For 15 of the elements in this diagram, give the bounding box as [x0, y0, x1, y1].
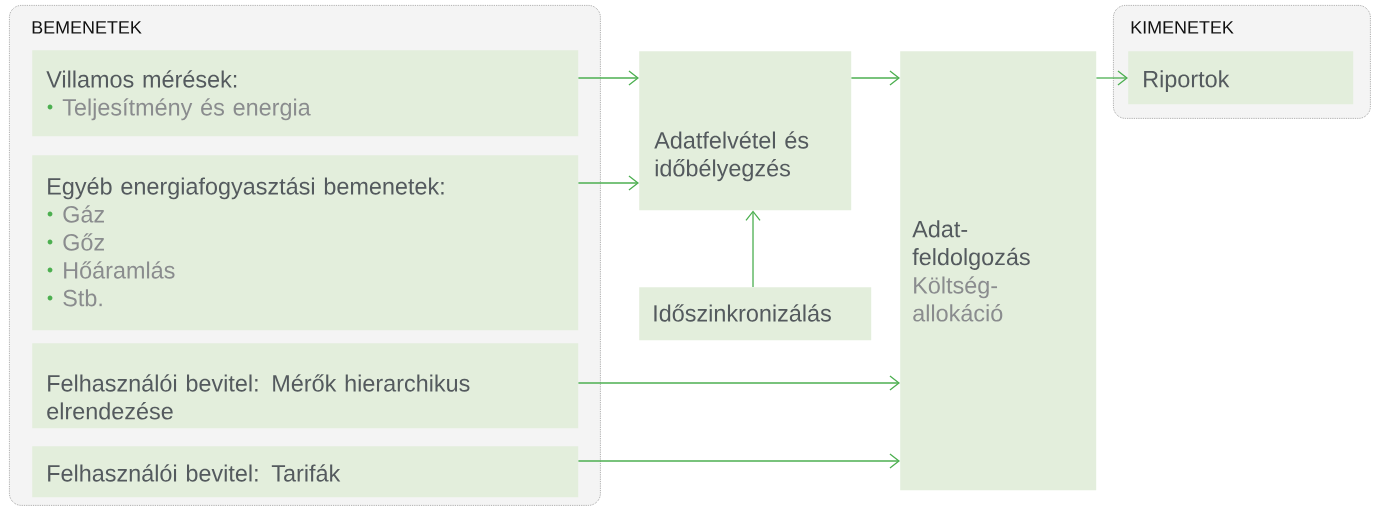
arrow [577, 175, 639, 191]
process-box: Felhasználói bevitel: Tarifák [32, 446, 579, 498]
arrow [850, 70, 900, 86]
arrow [745, 210, 761, 288]
process-box: Riportok [1128, 51, 1354, 105]
arrow [577, 375, 900, 391]
process-box: Időszinkronizálás [639, 287, 872, 341]
process-box: Villamos mérések: Teljesítmény és energia [32, 50, 579, 137]
arrow [1095, 70, 1128, 86]
arrow [577, 70, 639, 86]
arrow [577, 453, 900, 469]
process-box: Egyéb energiafogyasztási bemenetek: Gáz Gőz Hőáramlás Stb. [32, 155, 579, 331]
process-box: Felhasználói bevitel: Mérők hierarchikus elrendezése [32, 343, 579, 429]
process-box: Adatfelvétel és időbélyegzés [639, 51, 852, 211]
process-box: Adat- feldolgozás Költség- allokáció [900, 51, 1097, 491]
